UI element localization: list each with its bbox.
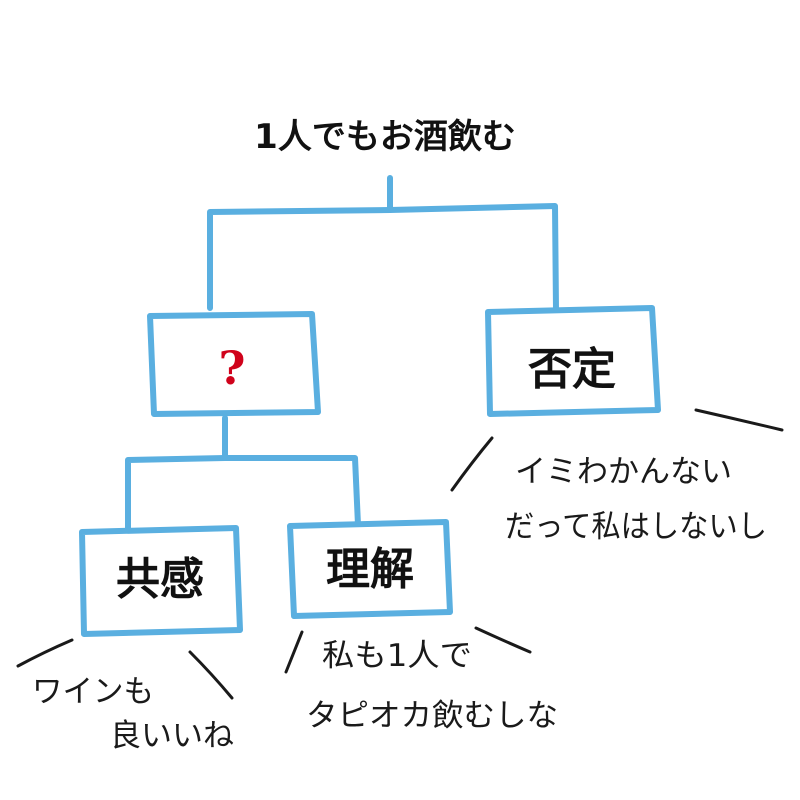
comment-denial-line2: だって私はしないし — [505, 509, 767, 545]
comment-empathy-line2: 良いいね — [110, 718, 234, 754]
comment-understanding-line2: タピオカ飲むしな — [306, 698, 558, 734]
speech-stroke-empathy-left — [16, 638, 74, 668]
speech-stroke-understanding-left — [284, 630, 304, 674]
node-box-unknown — [147, 311, 321, 417]
node-box-understanding — [287, 519, 453, 619]
unknown-branch — [125, 455, 361, 533]
node-box-empathy — [79, 525, 243, 637]
speech-stroke-denial-left — [450, 436, 494, 492]
comment-empathy-line1: ワインも — [32, 674, 154, 710]
node-label-denial: 否定 — [528, 344, 616, 395]
node-label-empathy: 共感 — [116, 554, 204, 605]
root-branch — [207, 203, 559, 313]
comment-denial-line1: イミわかんない — [515, 454, 732, 490]
comment-understanding-line1: 私も1人で — [322, 638, 472, 674]
speech-stroke-denial-right — [694, 408, 784, 432]
node-label-unknown: ? — [219, 341, 246, 395]
node-label-understanding: 理解 — [326, 544, 414, 595]
speech-stroke-empathy-right — [188, 650, 234, 700]
root-label: 1人でもお酒飲む — [254, 117, 516, 157]
speech-stroke-understanding-right — [474, 626, 532, 654]
node-box-denial — [485, 305, 661, 417]
